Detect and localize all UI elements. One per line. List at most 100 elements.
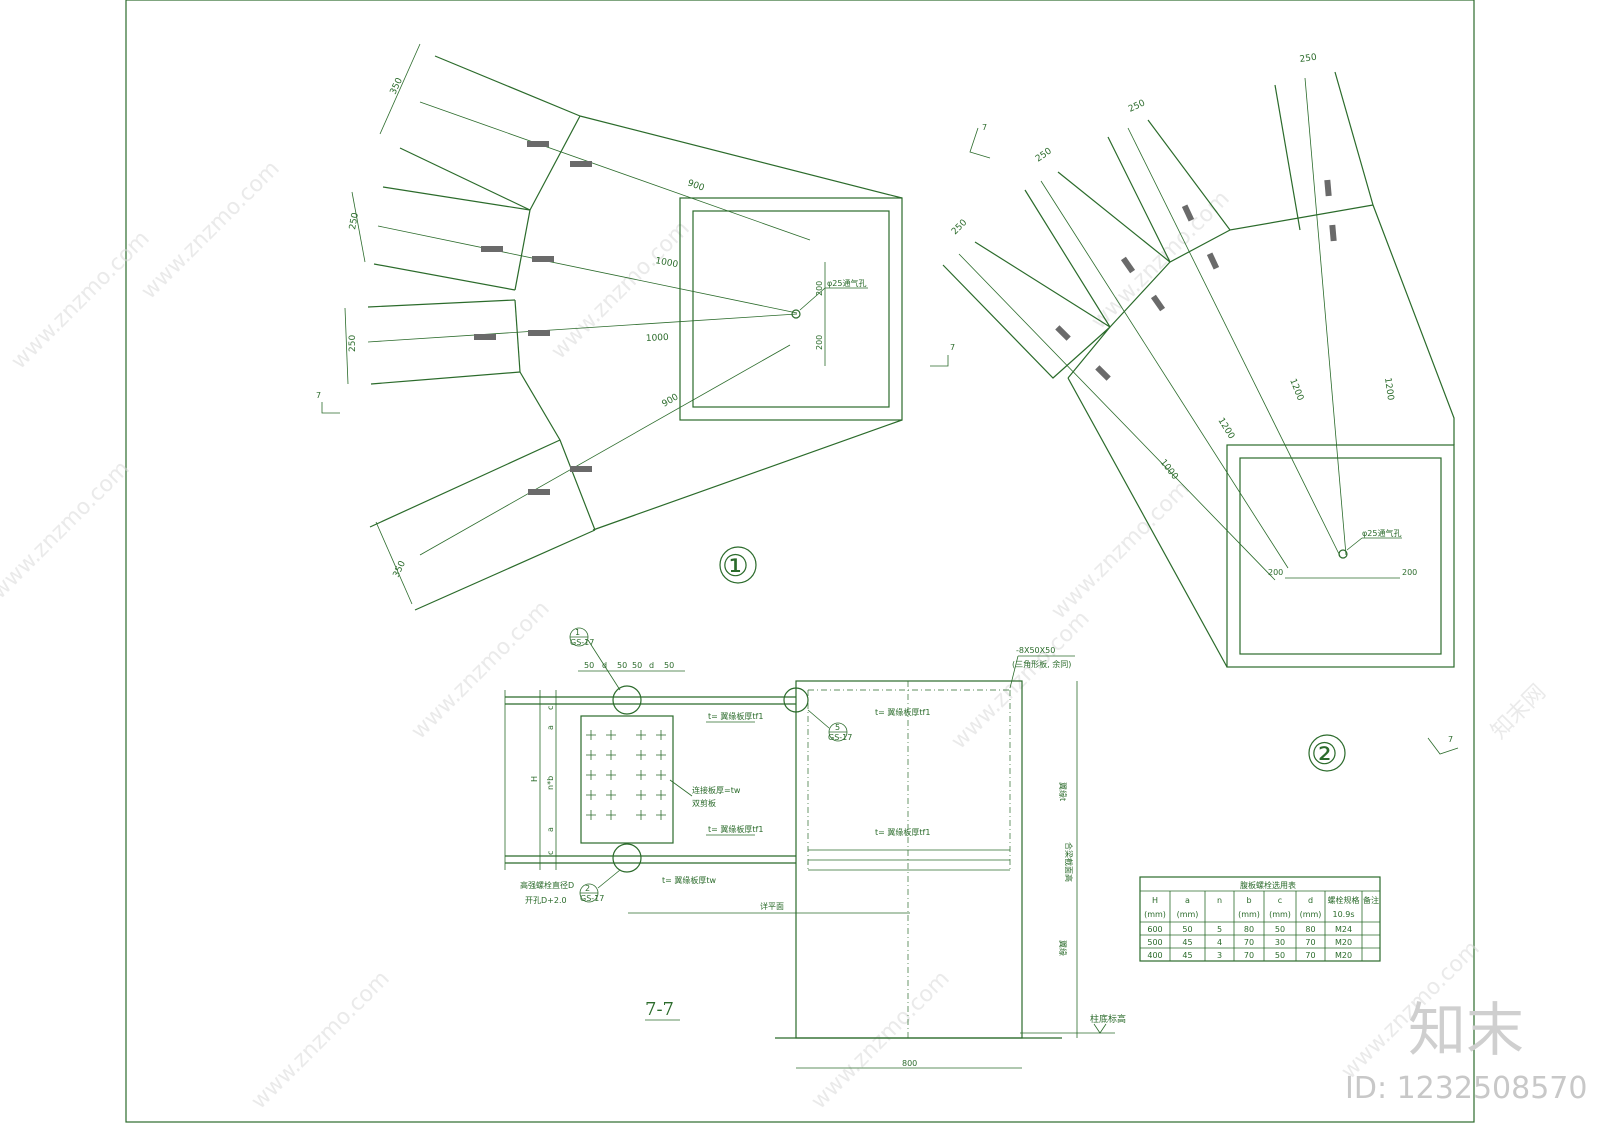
table-cell: 45 — [1182, 951, 1192, 960]
level-note: 详平面 — [760, 901, 784, 911]
detail2-off-left: 200 — [1268, 568, 1283, 577]
table-cell: 50 — [1182, 925, 1192, 934]
detail1-len-top: 900 — [686, 178, 706, 193]
detail1-off-lower: 200 — [815, 335, 824, 350]
detail1-section-mark-left: 7 — [316, 391, 321, 400]
side-dim-c2: c — [546, 851, 555, 855]
web-plate-note: 连接板厚=tw — [692, 785, 741, 795]
callout-1-num: 1 — [575, 628, 580, 637]
flange-note-2: t= 翼缘板厚tf1 — [875, 707, 930, 717]
top-dim-5: d — [649, 661, 654, 670]
callout-1-ref: GS-17 — [570, 638, 594, 647]
vert-dim-3: 翼缘 — [1058, 940, 1068, 956]
sheet-border — [125, 0, 1475, 1123]
table-cell: M24 — [1335, 925, 1352, 934]
detail1-hole-label: φ25通气孔 — [827, 278, 866, 288]
detail1-len-bottom: 900 — [661, 392, 681, 409]
detail1-column-inner — [692, 210, 890, 408]
vert-dim-1: 翼缘t — [1058, 782, 1068, 801]
flange-note-4: t= 翼缘板厚tf1 — [875, 827, 930, 837]
table-header-unit: (mm) — [1238, 910, 1260, 919]
callout-5-num: 5 — [835, 723, 840, 732]
detail2-section-mark-top: 7 — [982, 123, 987, 132]
table-header-cell: H — [1152, 896, 1158, 905]
watermark-9: www.znzmo.com — [807, 966, 955, 1114]
id-label: ID: 1232508570 — [1345, 1071, 1587, 1106]
table-header-unit: (mm) — [1177, 910, 1199, 919]
detail2-w3: 250 — [1127, 98, 1147, 114]
detail1-mid1-width: 250 — [348, 212, 361, 231]
table-header-cell: a — [1185, 896, 1190, 905]
watermark-7: www.znzmo.com — [947, 606, 1095, 754]
width-dim: 800 — [902, 1059, 917, 1068]
flange-note-1: t= 翼缘板厚tf1 — [708, 711, 763, 721]
table-header-cell: 螺栓规格 — [1328, 895, 1360, 905]
detail2-len3: 1200 — [1287, 377, 1305, 402]
table-cell: 70 — [1244, 938, 1254, 947]
side-dim-c1: c — [546, 706, 555, 710]
watermark-1: www.znzmo.com — [7, 226, 155, 374]
watermark-2: www.znzmo.com — [137, 156, 285, 304]
top-dim-3: 50 — [617, 661, 627, 670]
detail2-bolts — [1055, 179, 1337, 381]
dim-H: H — [530, 776, 539, 782]
watermark-3: www.znzmo.com — [547, 216, 695, 364]
web-splice-plate — [580, 715, 674, 844]
detail2-w1: 250 — [950, 218, 969, 237]
detail2-len4: 1200 — [1382, 377, 1395, 401]
web-plate-note-2: 双剪板 — [692, 798, 716, 808]
bolt-note-1: 高强螺栓直径D — [520, 880, 574, 890]
detail1-column-outer — [679, 197, 903, 421]
detail1-section-mark-right: 7 — [950, 343, 955, 352]
top-dim-1: 50 — [584, 661, 594, 670]
side-dim-nb: n*b — [546, 776, 555, 790]
detail2-column-inner — [1239, 457, 1442, 655]
table-cell: 45 — [1182, 938, 1192, 947]
detail1-len-mid2: 1000 — [646, 333, 670, 344]
detail2-len2: 1200 — [1215, 416, 1236, 441]
table-cell: 5 — [1217, 925, 1222, 934]
detail-2: φ25通气孔 200 200 250 250 250 250 1000 1200… — [942, 53, 1459, 772]
detail2-w2: 250 — [1034, 146, 1054, 164]
detail1-off-upper: 200 — [815, 281, 824, 296]
side-dim-a2: a — [546, 827, 555, 832]
base-label: 柱底标高 — [1090, 1013, 1126, 1025]
detail2-section-mark-right: 7 — [1448, 735, 1453, 744]
detail2-vent-hole — [1338, 549, 1348, 559]
table-cell: 500 — [1147, 938, 1162, 947]
table-cell: M20 — [1335, 938, 1352, 947]
table-cell: 80 — [1244, 925, 1254, 934]
table-cell: 50 — [1275, 925, 1285, 934]
top-dim-2: d — [602, 661, 607, 670]
table-cell: 70 — [1244, 951, 1254, 960]
watermark-8: www.znzmo.com — [1047, 476, 1195, 624]
table-cell: 3 — [1217, 951, 1222, 960]
table-cell: 80 — [1305, 925, 1315, 934]
table-header-cell: d — [1308, 896, 1313, 905]
callout-5-ref: GS-17 — [828, 733, 852, 742]
bolt-table-title: 腹板螺栓选用表 — [1240, 880, 1296, 890]
table-header-cell: 备注 — [1363, 895, 1379, 905]
vert-dim-2: 合梁截面高 — [1064, 842, 1074, 882]
top-dim-4: 50 — [632, 661, 642, 670]
splice-bolts — [586, 730, 666, 820]
bolt-note-2: 开孔D+2.0 — [525, 896, 567, 905]
detail1-top-width: 350 — [389, 76, 405, 96]
watermark-12: www.znzmo.com — [247, 966, 395, 1114]
table-header-unit: 10.9s — [1333, 910, 1355, 919]
table-header-unit: (mm) — [1144, 910, 1166, 919]
detail2-w4: 250 — [1299, 53, 1318, 65]
table-cell: 4 — [1217, 938, 1222, 947]
stiffener-note: (三角形板, 余同) — [1012, 659, 1071, 669]
watermarks: www.znzmo.com www.znzmo.com www.znzmo.co… — [0, 156, 1551, 1114]
callout-2-ref: GS-17 — [580, 894, 604, 903]
detail2-off-right: 200 — [1402, 568, 1417, 577]
table-cell: 50 — [1275, 951, 1285, 960]
table-cell: 30 — [1275, 938, 1285, 947]
detail1-mid2-width: 250 — [348, 335, 358, 352]
table-cell: 600 — [1147, 925, 1162, 934]
callout-2-num: 2 — [585, 884, 590, 893]
detail1-number-circle — [719, 546, 757, 584]
